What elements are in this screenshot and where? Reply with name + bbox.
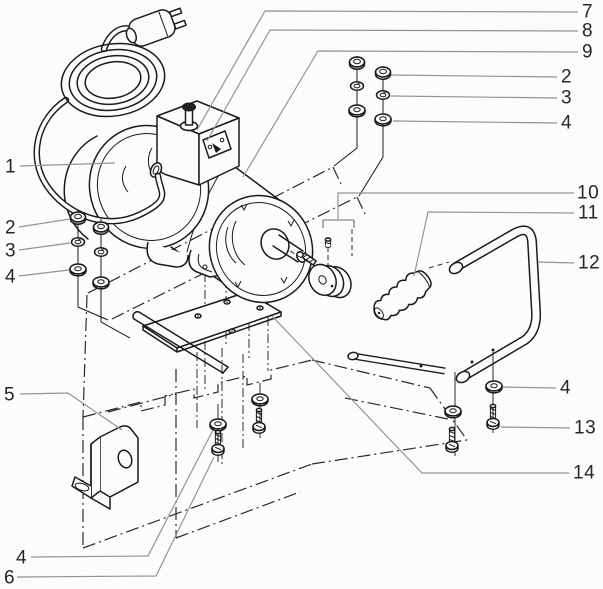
lock-washer [349, 80, 365, 92]
plate-stud [223, 299, 231, 305]
handle-tube [448, 225, 542, 384]
flat-washer [69, 263, 87, 277]
set-screw [324, 237, 332, 249]
hardware-column-right-a [333, 56, 366, 167]
flat-washer [92, 276, 110, 290]
leader-lines [16, 10, 579, 578]
lock-washer [375, 89, 391, 101]
power-cord-coil [60, 42, 166, 118]
power-plug [125, 7, 187, 47]
callout-10-bracket [322, 219, 355, 228]
callout-2-right: 2 [561, 66, 573, 88]
washer-screw-pair [444, 372, 462, 456]
callout-4-left: 4 [5, 266, 17, 288]
lock-washer [70, 236, 86, 248]
callout-2-left: 2 [5, 217, 17, 239]
plate-stud [228, 328, 236, 334]
callout-9: 9 [582, 41, 594, 63]
pail-bracket [71, 425, 139, 510]
callout-13: 13 [574, 417, 597, 439]
frame-cross-tube [347, 351, 446, 375]
screw [445, 426, 459, 454]
callout-12: 12 [578, 252, 601, 274]
callout-1: 1 [5, 156, 17, 178]
shaft-key [301, 252, 317, 266]
hex-nut [69, 211, 87, 225]
handle-grip [373, 270, 432, 321]
callout-5: 5 [4, 384, 16, 406]
washer-screw-pair [485, 352, 503, 433]
callout-4-bottom: 4 [16, 547, 28, 569]
hardware-column-right-b [358, 66, 392, 197]
callout-8: 8 [582, 20, 594, 42]
flat-washer [348, 104, 366, 118]
hardware-column-left-a [69, 210, 109, 321]
plug-prong [173, 19, 187, 30]
hex-nut [348, 56, 366, 70]
flat-washer [444, 405, 462, 419]
screw [252, 407, 266, 435]
callout-6: 6 [4, 567, 16, 589]
lock-washer [93, 246, 109, 258]
hardware-column-left-b [92, 219, 131, 339]
switch-plate [202, 130, 232, 159]
flat-washer [251, 393, 269, 407]
callout-7: 7 [582, 1, 594, 23]
hex-nut [374, 66, 392, 80]
washer-screw-pair [209, 404, 227, 462]
motor-end-cap [208, 194, 314, 304]
washer-screw-pair [251, 383, 269, 438]
callout-3-right: 3 [561, 87, 573, 109]
callout-3-left: 3 [5, 240, 17, 262]
mounting-plate [142, 291, 282, 353]
switch-box [149, 100, 240, 186]
motor-shroud-arc [63, 135, 98, 240]
flat-washer [374, 113, 392, 127]
callout-11: 11 [578, 202, 599, 224]
plate-stud [194, 313, 202, 319]
hex-nut [92, 221, 110, 235]
callout-4-right: 4 [561, 112, 573, 134]
callout-10: 10 [577, 182, 600, 204]
toggle-switch [179, 102, 199, 132]
flat-washer [485, 380, 503, 394]
switch-lever [212, 143, 221, 153]
callout-14: 14 [573, 462, 596, 484]
flat-washer [209, 418, 227, 432]
plate-stud [256, 305, 264, 311]
callout-4-mid: 4 [560, 377, 572, 399]
pulley [308, 263, 352, 299]
support-bar [132, 311, 229, 374]
